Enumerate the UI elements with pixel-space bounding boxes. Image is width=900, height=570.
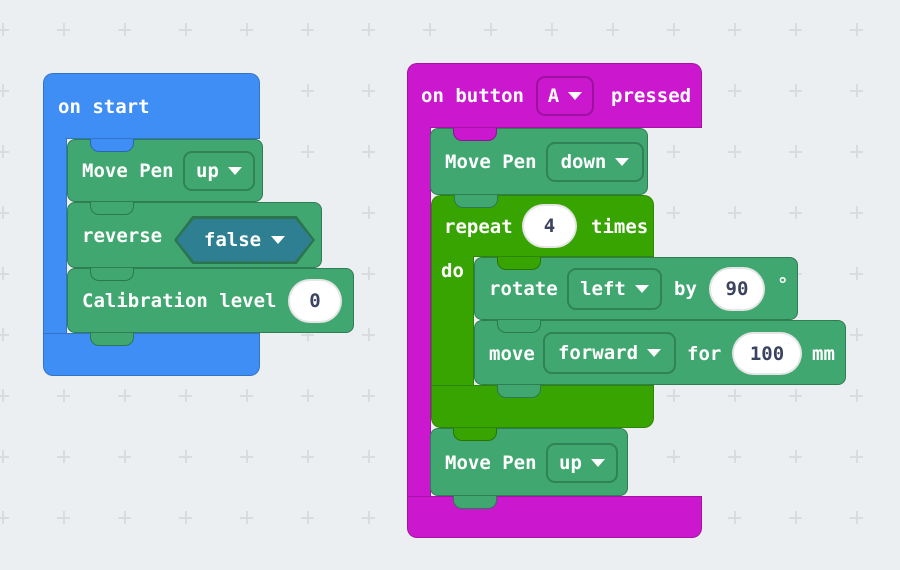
notch — [90, 267, 134, 281]
move-pen-label: Move Pen — [445, 151, 537, 173]
dropdown-value: up — [559, 452, 582, 474]
move-pen-label: Move Pen — [82, 160, 174, 182]
dropdown-value: false — [203, 229, 262, 251]
move-label: move — [489, 343, 535, 365]
chevron-down-icon — [634, 285, 649, 293]
rotate-block[interactable]: rotate left by 90 ° — [474, 256, 798, 320]
number-value: 0 — [309, 290, 321, 312]
chevron-down-icon — [271, 236, 286, 244]
on-button-left-column — [407, 127, 431, 497]
on-button-suffix-label: pressed — [611, 85, 692, 107]
repeat-count-input[interactable]: 4 — [522, 204, 577, 248]
dropdown-value: down — [560, 151, 607, 173]
repeat-footer — [431, 384, 654, 428]
on-start-left-column — [43, 138, 67, 334]
on-start-footer — [43, 332, 260, 376]
notch — [497, 319, 541, 333]
dropdown-value: A — [547, 85, 560, 107]
dropdown-value: up — [196, 160, 219, 182]
notch — [90, 138, 134, 152]
calibration-block[interactable]: Calibration level 0 — [67, 267, 354, 333]
calibration-label: Calibration level — [82, 290, 277, 312]
chevron-down-icon — [615, 158, 630, 166]
on-button-prefix-label: on button — [421, 85, 524, 107]
on-start-label: on start — [58, 96, 150, 118]
dropdown-value: forward — [557, 342, 639, 364]
times-label: times — [591, 216, 649, 238]
move-direction-dropdown[interactable]: forward — [543, 332, 676, 374]
notch — [453, 127, 497, 141]
button-dropdown[interactable]: A — [536, 76, 594, 116]
notch — [497, 384, 541, 398]
move-block[interactable]: move forward for 100 mm — [474, 319, 846, 385]
notch — [497, 256, 541, 270]
move-pen-down-block[interactable]: Move Pen down — [430, 127, 648, 195]
notch — [90, 201, 134, 215]
move-pen-up-block-left[interactable]: Move Pen up — [67, 138, 263, 202]
notch — [90, 332, 134, 346]
chevron-down-icon — [647, 349, 662, 357]
on-start-header[interactable]: on start — [43, 73, 260, 139]
notch — [453, 495, 497, 509]
chevron-down-icon — [590, 459, 605, 467]
rotate-label: rotate — [489, 278, 558, 300]
number-value: 100 — [749, 342, 785, 365]
do-label: do — [441, 260, 464, 282]
chevron-down-icon — [568, 92, 583, 100]
degree-unit-label: ° — [777, 274, 789, 296]
reverse-block[interactable]: reverse false — [67, 201, 322, 268]
pen-position-dropdown[interactable]: up — [546, 443, 618, 483]
by-label: by — [674, 278, 697, 300]
rotate-direction-dropdown[interactable]: left — [567, 268, 662, 310]
move-pen-label: Move Pen — [445, 452, 537, 474]
number-value: 90 — [725, 278, 749, 300]
boolean-dropdown-inner: false — [176, 218, 313, 262]
repeat-header[interactable]: repeat 4 times — [431, 194, 654, 257]
repeat-label: repeat — [444, 216, 513, 238]
for-label: for — [687, 343, 722, 365]
distance-input[interactable]: 100 — [732, 332, 802, 375]
notch — [453, 427, 497, 441]
pen-position-dropdown[interactable]: down — [546, 142, 644, 182]
degrees-input[interactable]: 90 — [709, 267, 765, 311]
calibration-value-input[interactable]: 0 — [288, 279, 342, 323]
number-value: 4 — [543, 215, 556, 237]
chevron-down-icon — [227, 167, 242, 175]
dropdown-value: left — [580, 278, 626, 300]
on-button-header[interactable]: on button A pressed — [407, 63, 702, 128]
pen-position-dropdown[interactable]: up — [183, 151, 255, 191]
mm-unit-label: mm — [812, 343, 835, 365]
reverse-boolean-dropdown[interactable]: false — [174, 216, 315, 264]
repeat-left-column: do — [431, 256, 474, 386]
move-pen-up-block-right[interactable]: Move Pen up — [430, 427, 628, 496]
on-button-footer — [407, 495, 702, 538]
notch — [454, 194, 498, 208]
reverse-label: reverse — [82, 225, 163, 247]
